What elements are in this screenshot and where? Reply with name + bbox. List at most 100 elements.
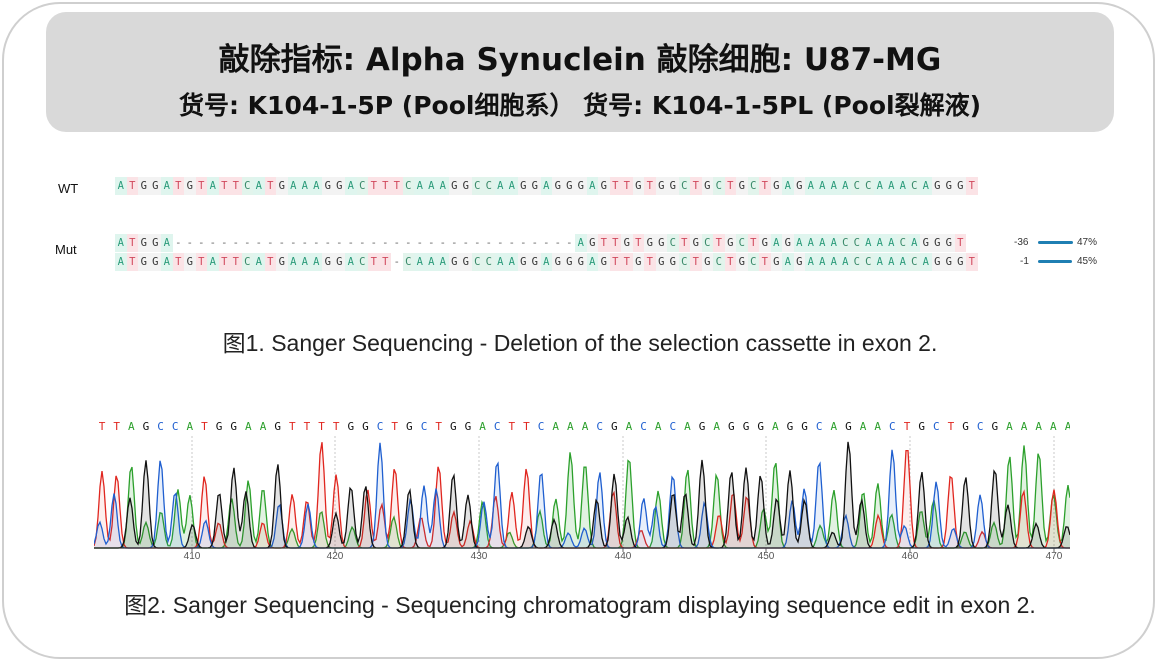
base-call-letter: T [289,420,296,433]
base-call-letter: A [479,420,486,433]
base-call-letter: G [962,420,969,433]
base-letter: C [678,177,690,195]
base-letter: A [828,234,840,252]
base-letter: A [862,234,874,252]
base-letter: C [356,253,368,271]
base-letter: A [506,177,518,195]
tick-label: 430 [471,551,488,562]
base-letter: - [347,237,354,249]
base-letter: - [566,237,573,249]
base-letter: T [690,253,702,271]
base-letter: A [816,234,828,252]
base-letter: A [414,177,426,195]
base-letter: G [149,253,161,271]
base-letter: T [230,177,242,195]
base-letter: - [474,237,481,249]
base-call-letter: A [1035,420,1042,433]
base-call-letter: C [172,420,179,433]
base-letter: C [851,177,863,195]
base-letter: - [428,237,435,249]
figure-2-caption: 图2. Sanger Sequencing - Sequencing chrom… [124,592,1036,618]
base-letter: G [701,253,713,271]
base-letter: C [356,177,368,195]
base-letter: G [333,177,345,195]
base-letter: A [897,253,909,271]
base-letter: G [793,253,805,271]
base-call-letter: C [377,420,384,433]
base-letter: G [138,177,150,195]
base-letter: G [333,253,345,271]
base-call-letter: A [713,420,720,433]
base-letter: - [278,237,285,249]
base-call-letter: A [772,420,779,433]
base-call-letter: G [845,420,852,433]
base-letter: T [621,177,633,195]
base-letter: T [609,234,621,252]
base-letter: C [701,234,713,252]
base-letter: A [782,177,794,195]
allele-1-percent: 47% [1077,237,1098,248]
base-call-letter: G [728,420,735,433]
base-letter: A [805,234,817,252]
base-letter: A [253,177,265,195]
allele-2-indel: -1 [1020,256,1029,267]
base-letter: - [554,237,561,249]
base-letter: G [931,234,943,252]
base-call-letter: T [113,420,120,433]
base-letter: G [529,253,541,271]
base-letter: A [494,253,506,271]
base-letter: - [520,237,527,249]
base-letter: G [943,253,955,271]
base-letter: T [379,177,391,195]
base-letter: C [241,253,253,271]
base-letter: G [448,253,460,271]
base-call-letter: T [333,420,340,433]
base-letter: T [678,234,690,252]
base-call-letter: T [318,420,325,433]
base-letter: A [287,253,299,271]
base-letter: G [701,177,713,195]
base-call-letter: C [933,420,940,433]
base-call-letter: G [801,420,808,433]
tick-label: 450 [758,551,775,562]
base-letter: - [359,237,366,249]
base-letter: G [598,253,610,271]
base-call-letter: A [1021,420,1028,433]
base-letter: G [149,234,161,252]
base-letter: - [198,237,205,249]
base-letter: G [793,177,805,195]
base-call-letter: T [201,420,208,433]
base-letter: A [816,253,828,271]
base-letter: C [736,234,748,252]
base-letter: - [531,237,538,249]
base-letter: G [770,177,782,195]
base-letter: T [368,177,380,195]
base-call-letter: G [216,420,223,433]
base-letter: G [460,253,472,271]
base-letter: G [632,177,644,195]
base-letter: - [370,237,377,249]
tick-label: 460 [902,551,919,562]
base-call-letter: A [684,420,691,433]
base-letter: A [874,234,886,252]
base-letter: A [253,253,265,271]
base-letter: G [736,177,748,195]
base-letter: A [885,234,897,252]
base-letter: T [264,177,276,195]
base-letter: - [485,237,492,249]
base-letter: - [393,256,400,268]
base-letter: G [736,253,748,271]
base-letter: G [770,253,782,271]
base-letter: G [931,253,943,271]
base-call-letter: C [538,420,545,433]
base-call-letter: T [391,420,398,433]
base-letter: T [609,177,621,195]
base-letter: A [920,253,932,271]
base-call-letter: A [582,420,589,433]
base-call-letter: C [421,420,428,433]
base-letter: G [448,177,460,195]
base-letter: - [439,237,446,249]
base-letter: G [644,234,656,252]
base-letter: A [115,234,127,252]
